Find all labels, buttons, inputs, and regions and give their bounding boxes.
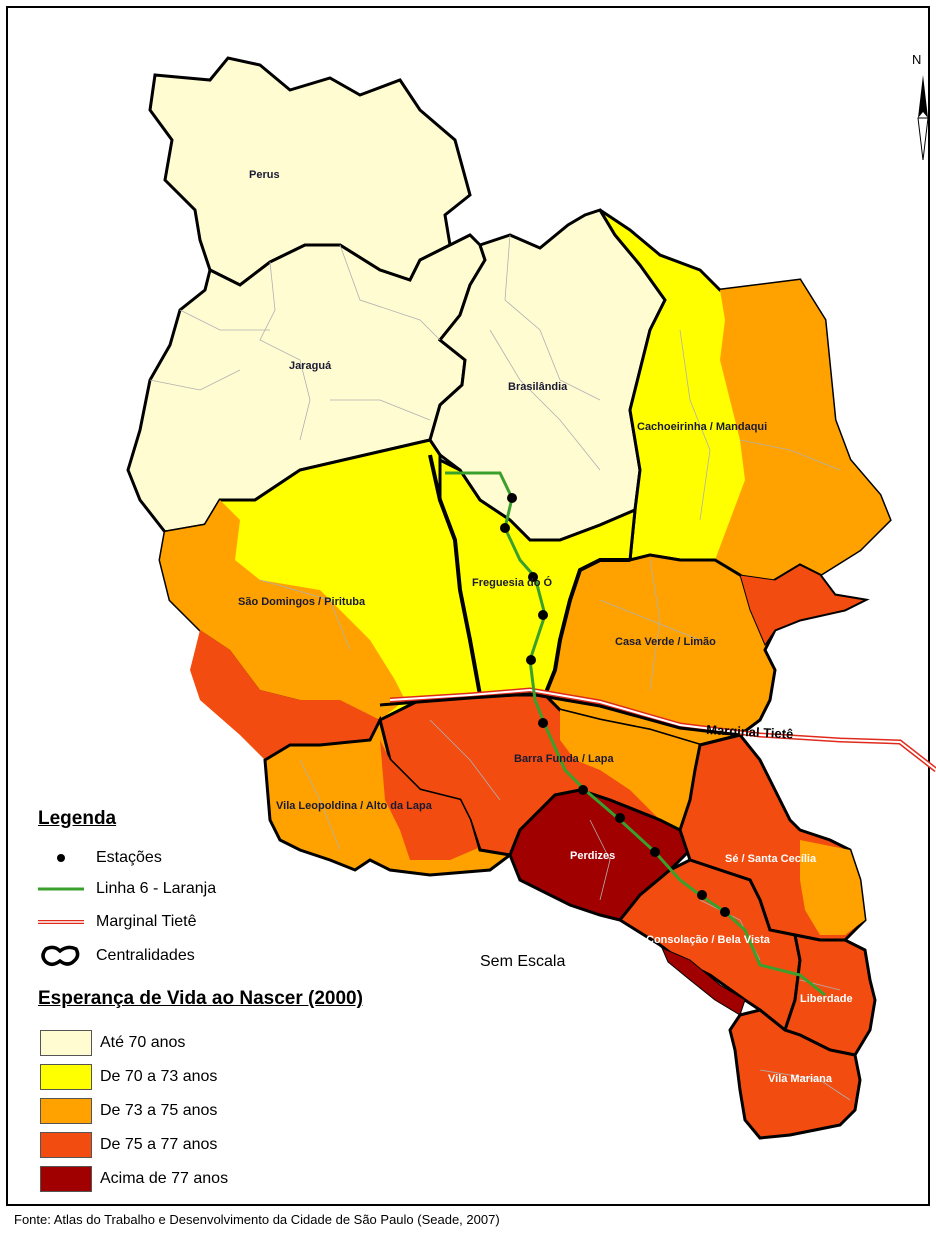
- district-liberdade: [783, 933, 877, 1057]
- class-label: De 75 a 77 anos: [100, 1136, 218, 1153]
- label-cachoeirinha-mandaqui: Cachoeirinha / Mandaqui: [637, 421, 767, 433]
- legend-label: Centralidades: [96, 947, 195, 964]
- marginal-tiete-road: [379, 687, 936, 772]
- station-dot: [538, 610, 548, 620]
- label-vila-leopoldina: Vila Leopoldina / Alto da Lapa: [276, 800, 433, 812]
- legend-label: Linha 6 - Laranja: [96, 880, 217, 897]
- cachoeirinha-orange-part: [715, 280, 890, 590]
- stations: [500, 493, 730, 917]
- station-dot: [507, 493, 517, 503]
- swatch: [40, 1166, 92, 1192]
- swatch: [40, 1132, 92, 1158]
- station-dot: [500, 523, 510, 533]
- label-casa-verde-limao: Casa Verde / Limão: [615, 636, 716, 648]
- station-dot: [538, 718, 548, 728]
- class-acima-77: Acima de 77 anos: [40, 1165, 228, 1193]
- legend-item-stations: Estações: [38, 846, 162, 870]
- legend-item-centralidades: Centralidades: [38, 944, 195, 968]
- station-dot: [528, 572, 538, 582]
- swatch: [40, 1030, 92, 1056]
- scale-note: Sem Escala: [480, 953, 566, 970]
- road-label-marginal-tiete: Marginal Tietê: [706, 722, 794, 742]
- station-dot: [697, 890, 707, 900]
- leopoldina-red-part: [380, 740, 478, 860]
- class-ate-70: Até 70 anos: [40, 1029, 185, 1057]
- green-line-icon: [38, 879, 84, 899]
- source-note: Fonte: Atlas do Trabalho e Desenvolvimen…: [14, 1212, 500, 1227]
- station-dot: [615, 813, 625, 823]
- legend-label: Estações: [96, 849, 162, 866]
- station-dot: [650, 847, 660, 857]
- swatch: [40, 1098, 92, 1124]
- legend-label: Marginal Tietê: [96, 913, 197, 930]
- district-vila-mariana: [728, 1008, 862, 1140]
- label-sao-domingos-pirituba: São Domingos / Pirituba: [238, 596, 366, 608]
- class-label: Até 70 anos: [100, 1034, 186, 1051]
- label-vila-mariana: Vila Mariana: [768, 1073, 833, 1085]
- class-label: De 70 a 73 anos: [100, 1068, 218, 1085]
- label-perdizes: Perdizes: [570, 850, 615, 862]
- se-orange-part: [800, 840, 865, 935]
- legend-item-marginal-tiete: Marginal Tietê: [38, 910, 197, 934]
- station-dot: [578, 785, 588, 795]
- class-70-73: De 70 a 73 anos: [40, 1063, 217, 1091]
- label-jaragua: Jaraguá: [289, 360, 332, 372]
- linha-6-laranja-line: [445, 471, 826, 997]
- casa-verde-red-part: [739, 564, 867, 647]
- label-se-santa-cecilia: Sé / Santa Cecília: [725, 853, 817, 865]
- north-label: N: [912, 52, 922, 67]
- barra-funda-orange-part: [560, 710, 700, 830]
- centralidade-outline-2: [543, 558, 630, 696]
- life-expectancy-title: Esperança de Vida ao Nascer (2000): [38, 988, 363, 1009]
- class-73-75: De 73 a 75 anos: [40, 1097, 217, 1125]
- red-double-line-icon: [38, 912, 84, 932]
- legend-item-linha-6: Linha 6 - Laranja: [38, 877, 216, 901]
- class-label: De 73 a 75 anos: [100, 1102, 218, 1119]
- label-brasilandia: Brasilândia: [508, 381, 568, 393]
- class-label: Acima de 77 anos: [100, 1170, 229, 1187]
- legend-title: Legenda: [38, 808, 117, 829]
- north-arrow-icon: [917, 75, 929, 161]
- label-liberdade: Liberdade: [800, 993, 853, 1005]
- label-barra-funda-lapa: Barra Funda / Lapa: [514, 753, 615, 765]
- centralidade-outline: [428, 454, 482, 696]
- station-dot-icon: [38, 848, 84, 868]
- pirituba-red-part: [190, 630, 380, 760]
- class-75-77: De 75 a 77 anos: [40, 1131, 217, 1159]
- label-freguesia-do-o: Freguesia do Ó: [472, 576, 553, 589]
- label-consolacao-bela-vista: Consolação / Bela Vista: [646, 934, 771, 946]
- pirituba-orange-part: [160, 500, 405, 720]
- swatch: [40, 1064, 92, 1090]
- station-dot: [526, 655, 536, 665]
- station-dot: [720, 907, 730, 917]
- subdistrict-lines: [149, 234, 851, 1101]
- label-perus: Perus: [249, 169, 280, 181]
- outline-shape-icon: [38, 943, 84, 969]
